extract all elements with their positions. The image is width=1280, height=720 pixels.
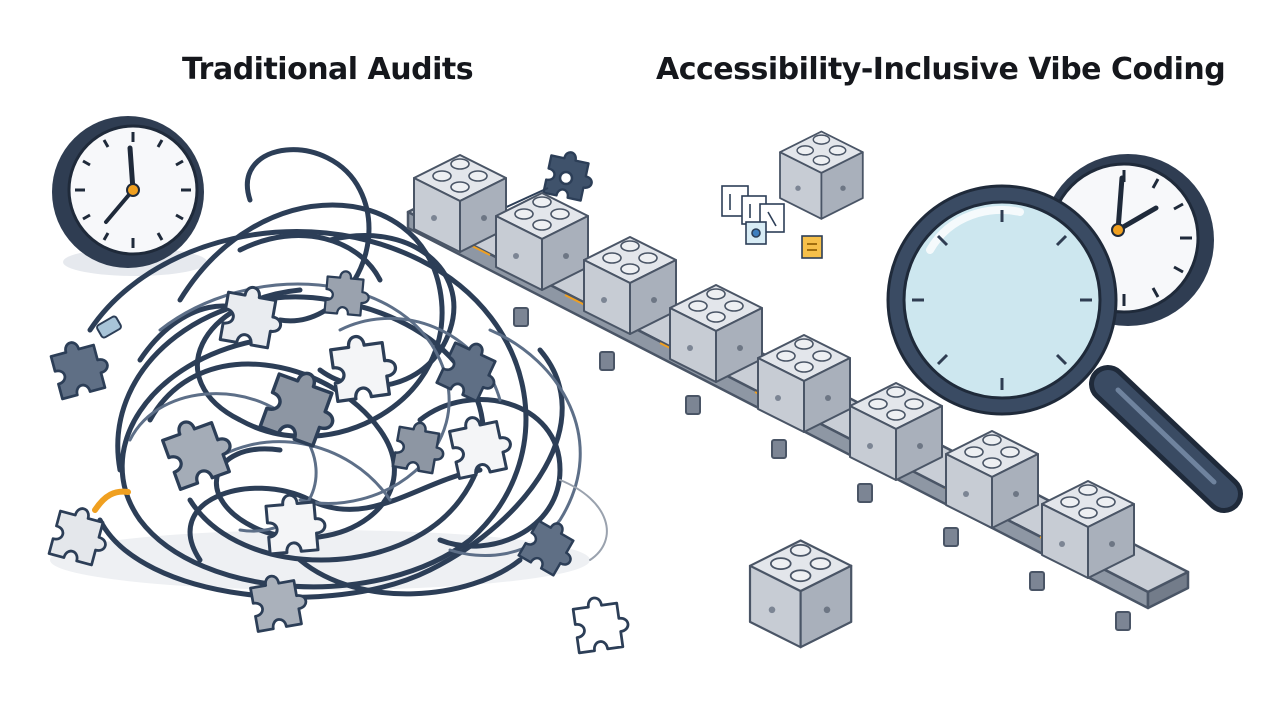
puzzle-piece-icon — [327, 329, 401, 403]
document-icons — [721, 185, 823, 259]
vibe-coding-heading: Accessibility-Inclusive Vibe Coding — [656, 52, 1226, 87]
left-wall-clock-icon — [52, 116, 207, 276]
puzzle-piece-icon — [47, 333, 115, 401]
loose-brick-icon — [748, 539, 853, 649]
puzzle-piece-icon — [570, 592, 633, 655]
floating-brick-icon — [779, 130, 864, 220]
traditional-audits-heading: Traditional Audits — [182, 52, 474, 87]
scattered-puzzle-pieces — [47, 147, 633, 655]
puzzle-piece-icon — [435, 333, 508, 407]
puzzle-piece-icon — [157, 408, 241, 491]
puzzle-piece-icon — [391, 418, 450, 476]
magnifying-glass-icon — [886, 184, 1243, 513]
document-icon — [801, 235, 823, 259]
